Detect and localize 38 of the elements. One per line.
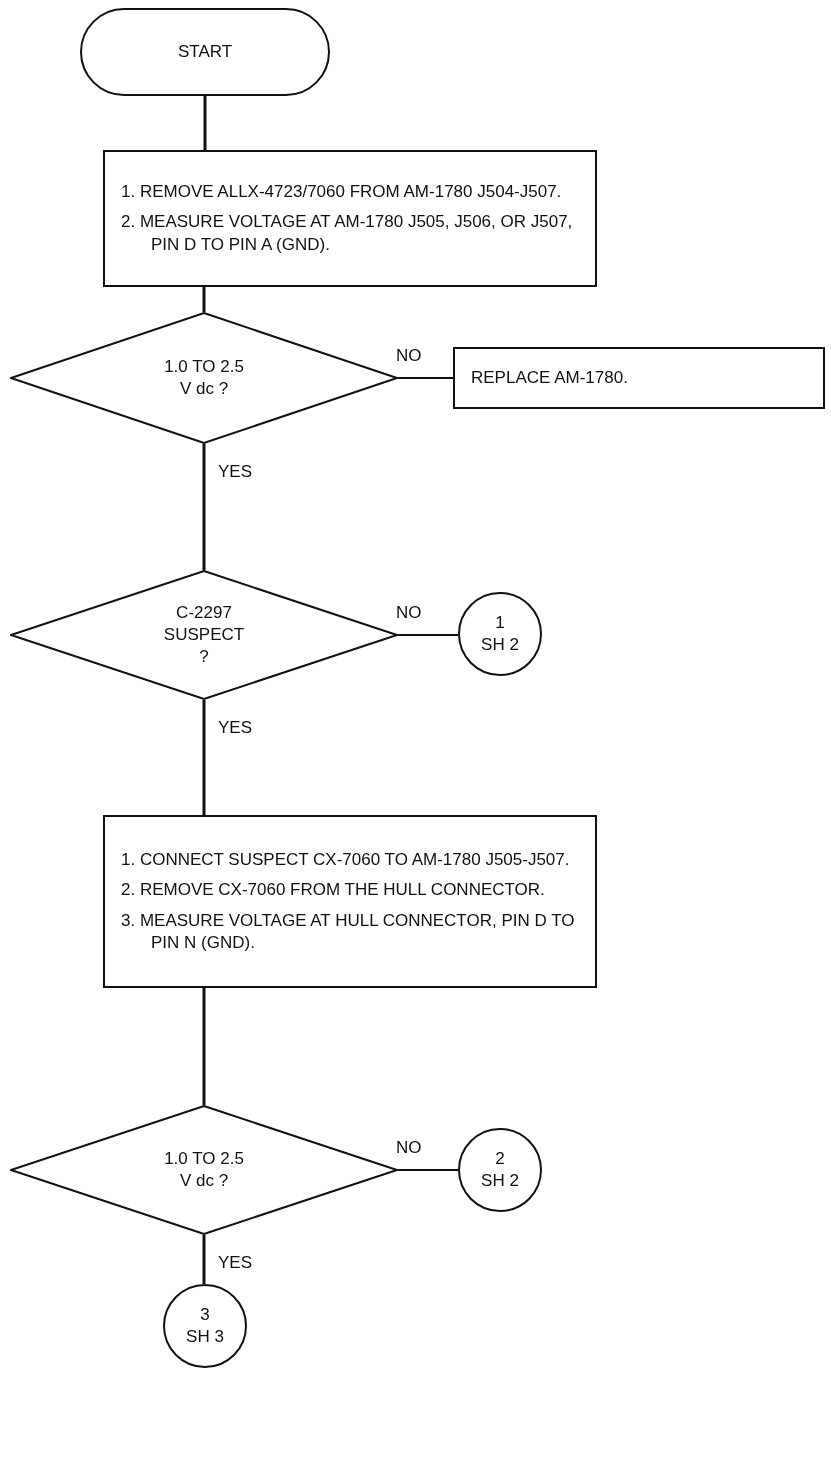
connector-line [202, 988, 206, 1105]
connector-line [397, 1169, 459, 1171]
node-text: 2. REMOVE CX-7060 FROM THE HULL CONNECTOR. [121, 879, 546, 902]
node-text: 2 [495, 1147, 505, 1170]
terminal-box [80, 8, 330, 96]
connector-line [202, 700, 206, 815]
edge-label: YES [218, 1253, 253, 1273]
node-text: START [177, 40, 233, 63]
node-text: 1. CONNECT SUSPECT CX-7060 TO AM-1780 J505-J507. [121, 849, 571, 872]
node-text: REPLACE AM-1780. [471, 366, 629, 389]
connector-line [202, 287, 206, 312]
connector-line [397, 377, 454, 379]
node-text: SH 3 [186, 1326, 224, 1348]
edge-label: NO [396, 346, 422, 366]
node-text: SH 2 [481, 1170, 519, 1192]
decision-diamond [10, 1105, 398, 1235]
node-text: 2. MEASURE VOLTAGE AT AM-1780 J505, J506, OR J507, PIN D TO PIN A (GND). [121, 211, 574, 256]
connector-line [202, 444, 206, 570]
node-text: 1. REMOVE ALLX-4723/7060 FROM AM-1780 J504-J507. [121, 181, 563, 204]
node-text: 1.0 TO 2.5 V dc ? [163, 355, 245, 400]
node-text: 1.0 TO 2.5 V dc ? [163, 1147, 245, 1192]
connector-line [203, 96, 207, 150]
decision-diamond [10, 312, 398, 444]
connector-line [397, 634, 459, 636]
process-box [103, 150, 597, 287]
node-text: 1 [495, 611, 505, 634]
edge-label: NO [396, 1138, 422, 1158]
node-text: 3 [200, 1303, 210, 1326]
edge-label: NO [396, 603, 422, 623]
node-text: SH 2 [481, 634, 519, 656]
connector-line [202, 1235, 206, 1284]
node-text: C-2297 SUSPECT ? [162, 601, 246, 669]
process-box [453, 347, 825, 409]
node-text: 3. MEASURE VOLTAGE AT HULL CONNECTOR, PIN D TO PIN N (GND). [121, 909, 576, 954]
edge-label: YES [218, 462, 253, 482]
decision-diamond [10, 570, 398, 700]
edge-label: YES [218, 718, 253, 738]
process-box [103, 815, 597, 988]
